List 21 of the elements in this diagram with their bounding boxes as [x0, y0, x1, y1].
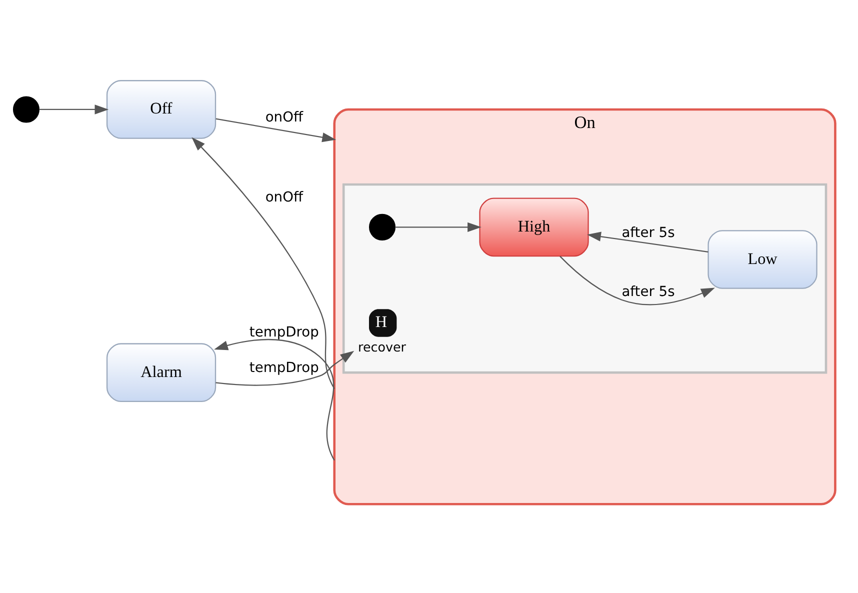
- edge-label: tempDrop: [249, 360, 319, 376]
- edge-label: onOff: [265, 109, 303, 126]
- arrow: [395, 222, 482, 232]
- node-box: Off: [106, 80, 216, 138]
- node-circle: [368, 213, 396, 240]
- arrow: [560, 255, 715, 305]
- arrow: [587, 231, 708, 252]
- edge-label: tempDrop: [249, 324, 319, 340]
- node-label: recover: [358, 339, 406, 354]
- edge-label: after 5s: [622, 283, 675, 300]
- node-box: High: [479, 197, 589, 256]
- node-circle: [12, 96, 40, 122]
- arrow: [39, 104, 109, 114]
- arrow: [216, 350, 354, 386]
- edge-label: after 5s: [622, 224, 675, 241]
- cluster: [342, 182, 828, 374]
- node-box: Alarm: [106, 342, 216, 402]
- arrow: [216, 118, 336, 142]
- edge-label: onOff: [265, 188, 303, 205]
- arrow: [192, 136, 335, 460]
- node-box: Low: [708, 230, 818, 288]
